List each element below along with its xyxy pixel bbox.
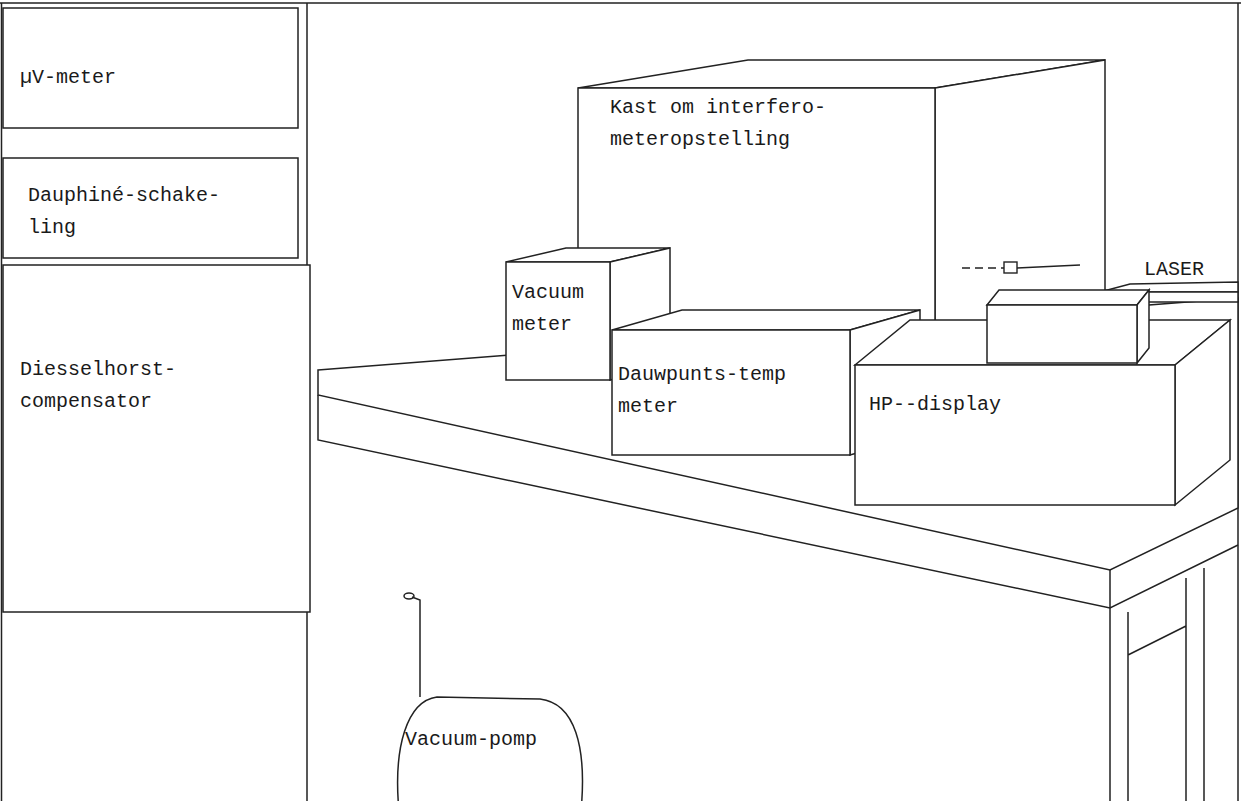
instrument-outline <box>3 158 298 258</box>
instrument-box: Dauphiné-schake- ling <box>3 158 298 258</box>
node-label: Vacuum meter <box>512 277 602 341</box>
node-label: Vacuum-pomp <box>405 724 573 756</box>
table-legs <box>1110 568 1204 801</box>
laser-beam <box>962 262 1080 273</box>
enclosure-box: Kast om interfero- meteropstelling <box>578 88 935 330</box>
box-front-face <box>987 305 1137 363</box>
room-and-table <box>0 3 1241 801</box>
table-top <box>318 298 1238 570</box>
instrument-box: HP--display <box>855 365 1175 505</box>
vacuum-hose <box>412 597 420 697</box>
box-front-face <box>612 330 850 455</box>
box-side-face <box>1175 320 1230 505</box>
pump-outline <box>398 697 583 801</box>
frame-lines <box>0 3 1241 801</box>
node-label: HP--display <box>869 389 1175 421</box>
node-shapes <box>3 8 1230 801</box>
instrument-outline <box>3 8 298 128</box>
node-label: Dauwpunts-temp meter <box>618 359 804 423</box>
beam-line <box>1017 265 1080 268</box>
node-label: LASER <box>1144 254 1234 286</box>
instrument-box: Diesselhorst- compensator <box>3 265 310 612</box>
vacuum-tap <box>404 593 414 599</box>
node-label: Dauphiné-schake- ling <box>28 180 238 244</box>
box-front-face <box>855 365 1175 505</box>
node-label: Kast om interfero- meteropstelling <box>610 92 844 156</box>
pump-shape: Vacuum-pomp <box>395 695 585 801</box>
laser-label: LASER <box>1138 254 1234 292</box>
node-label: Diesselhorst- compensator <box>20 354 194 418</box>
box-front-face <box>506 262 610 380</box>
device-on-display <box>987 290 1149 363</box>
instrument-box: Dauwpunts-temp meter <box>612 330 850 455</box>
box-top-face <box>987 290 1149 305</box>
instrument-box: Vacuum meter <box>506 262 610 380</box>
beam-optic <box>1004 262 1017 273</box>
instrument-outline <box>3 265 310 612</box>
node-label: µV-meter <box>20 62 298 94</box>
beam-dashes <box>962 267 1007 268</box>
box-side-face <box>1137 290 1149 363</box>
instrument-box: µV-meter <box>3 8 298 128</box>
